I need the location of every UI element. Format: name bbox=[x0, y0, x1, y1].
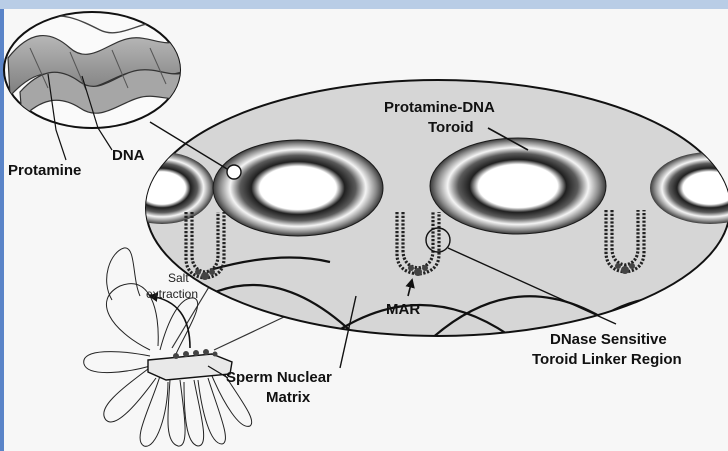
label-protamine: Protamine bbox=[8, 162, 81, 179]
label-matrix-line1: Sperm Nuclear bbox=[226, 369, 332, 386]
label-linker-line1: DNase Sensitive bbox=[550, 331, 667, 348]
label-mar: MAR bbox=[386, 301, 420, 318]
label-salt-line1: Salt bbox=[168, 271, 189, 285]
label-linker-line2: Toroid Linker Region bbox=[532, 351, 682, 368]
magnified-chromatin-ellipse bbox=[110, 80, 728, 360]
toroid-center-right bbox=[430, 138, 606, 234]
inset-callout-dot bbox=[227, 165, 241, 179]
label-toroid-line1: Protamine-DNA bbox=[384, 99, 495, 116]
toroid-center-left bbox=[213, 140, 383, 236]
protamine-dna-inset bbox=[4, 12, 188, 128]
label-toroid-line2: Toroid bbox=[428, 119, 474, 136]
label-salt-line2: extraction bbox=[146, 287, 198, 301]
label-dna: DNA bbox=[112, 147, 145, 164]
label-matrix-line2: Matrix bbox=[266, 389, 311, 406]
top-bar bbox=[0, 0, 728, 9]
